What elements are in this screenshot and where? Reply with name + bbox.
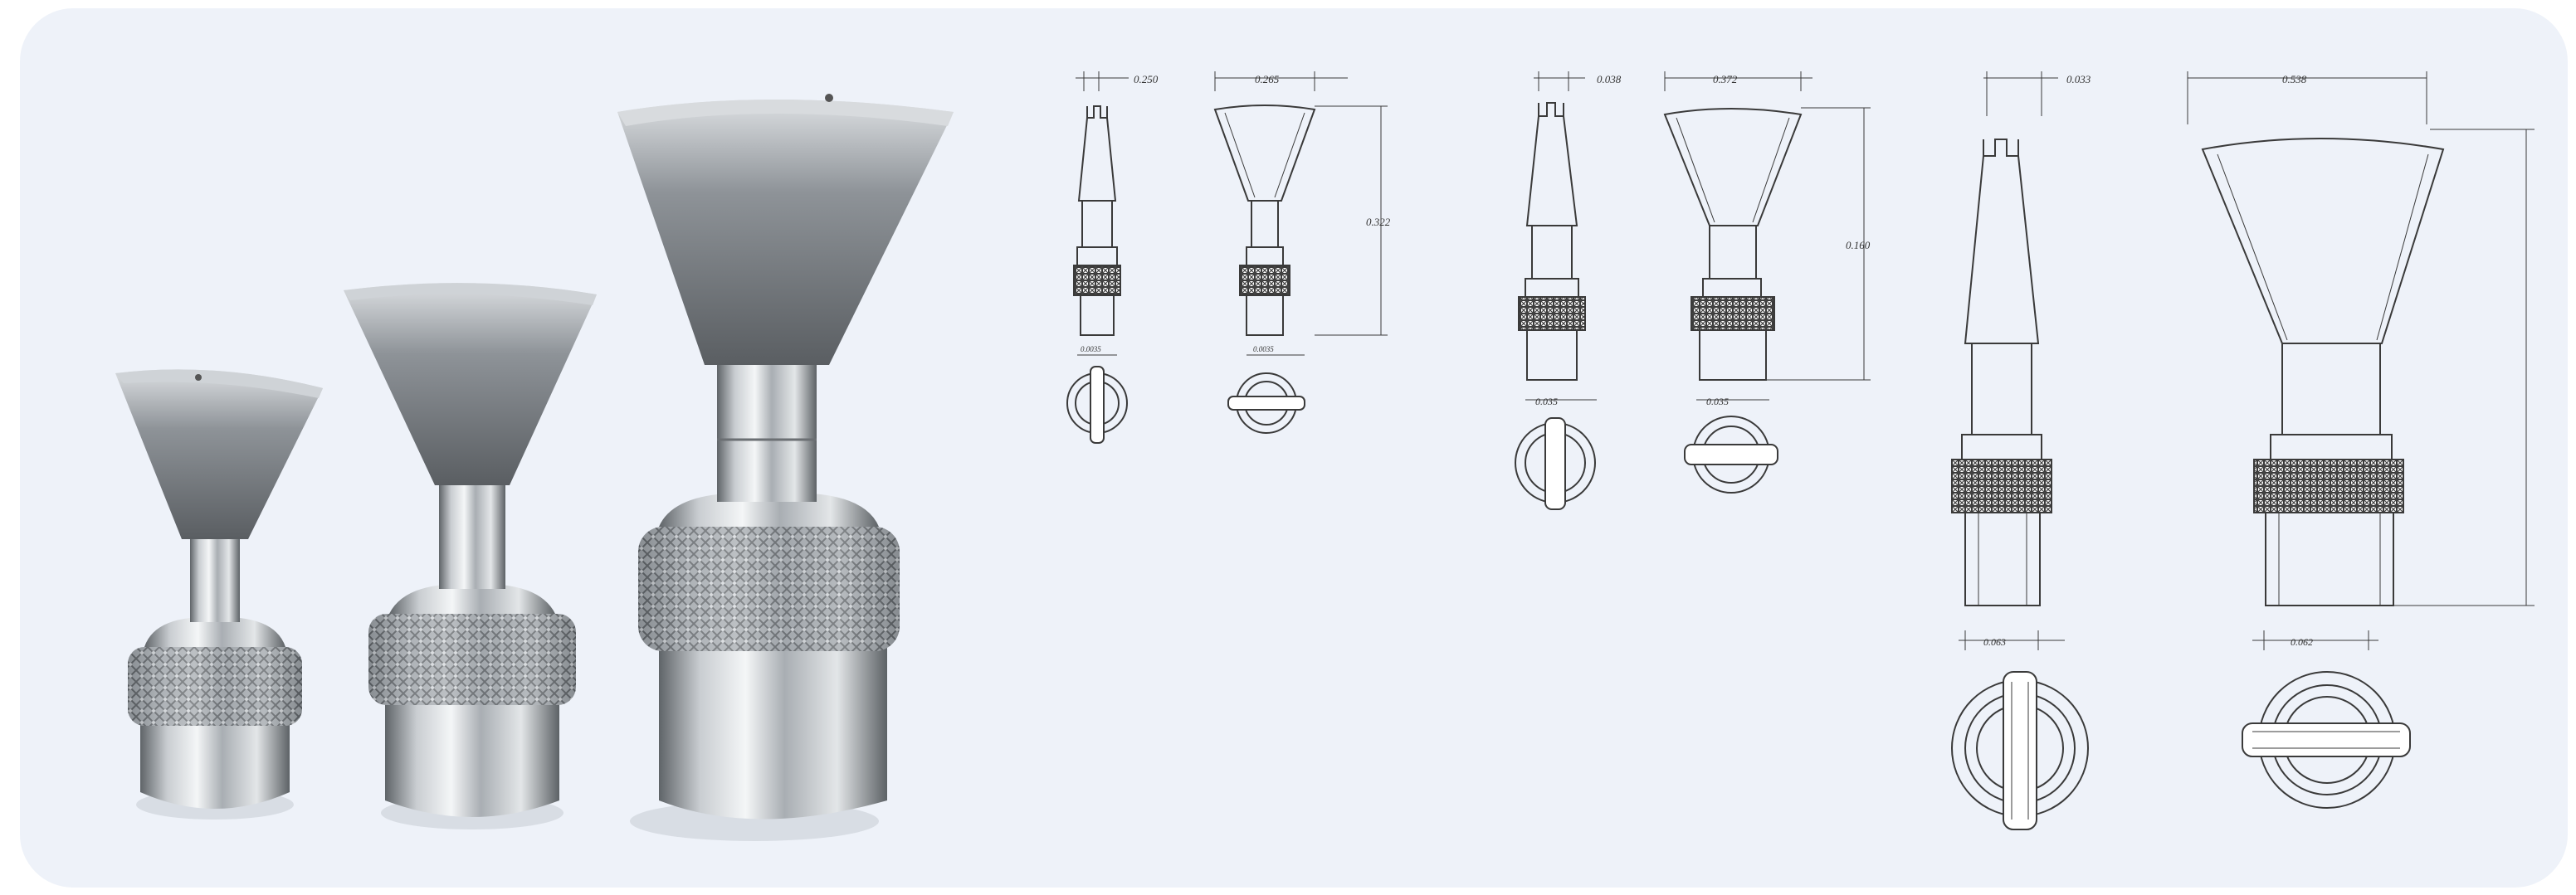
medium-dim-height: 0.160 <box>1846 239 1871 251</box>
medium-nozzle-photo <box>344 283 597 829</box>
small-dim-bottom-left: 0.0035 <box>1081 345 1101 353</box>
large-bottom-view-right <box>2242 671 2411 809</box>
small-bottom-view-left <box>1066 366 1128 444</box>
nozzle-photo <box>115 94 954 841</box>
large-side-view <box>1951 139 2052 606</box>
small-dim-bottom-right: 0.0035 <box>1253 345 1274 353</box>
medium-side-view <box>1518 102 1586 381</box>
drawing-set-large: 0.033 0.538 0.063 0.062 <box>1951 71 2535 830</box>
illustration-card: 0.250 0.265 0.322 0.0035 0.0035 <box>20 8 2568 888</box>
small-front-view <box>1213 105 1316 336</box>
small-dim-top-left: 0.250 <box>1134 73 1159 85</box>
small-side-view <box>1073 105 1121 336</box>
large-dim-top-right: 0.538 <box>2282 73 2307 85</box>
medium-bottom-view-left <box>1515 417 1596 510</box>
large-nozzle-photo <box>617 94 954 841</box>
large-dim-bottom-left: 0.063 <box>1983 636 2006 648</box>
large-bottom-view-left <box>1951 671 2089 830</box>
technical-drawings: 0.250 0.265 0.322 0.0035 0.0035 <box>1066 71 2535 830</box>
drawing-set-small: 0.250 0.265 0.322 0.0035 0.0035 <box>1066 71 1391 444</box>
small-dim-top-right: 0.265 <box>1255 73 1280 85</box>
medium-front-view <box>1663 108 1803 381</box>
small-dim-height: 0.322 <box>1366 216 1391 228</box>
medium-dim-top-left: 0.038 <box>1597 73 1622 85</box>
medium-dim-bottom-left: 0.035 <box>1535 396 1558 407</box>
medium-bottom-view-right <box>1684 416 1778 494</box>
medium-dim-top-right: 0.372 <box>1713 73 1738 85</box>
large-front-view <box>2201 138 2445 606</box>
drawing-set-medium: 0.038 0.372 0.160 0.035 0.035 <box>1515 71 1871 510</box>
medium-dim-bottom-right: 0.035 <box>1706 396 1729 407</box>
small-bottom-view-right <box>1227 372 1305 434</box>
large-dim-bottom-right: 0.062 <box>2291 636 2313 648</box>
small-nozzle-photo <box>115 369 323 820</box>
large-dim-top-left: 0.033 <box>2066 73 2091 85</box>
